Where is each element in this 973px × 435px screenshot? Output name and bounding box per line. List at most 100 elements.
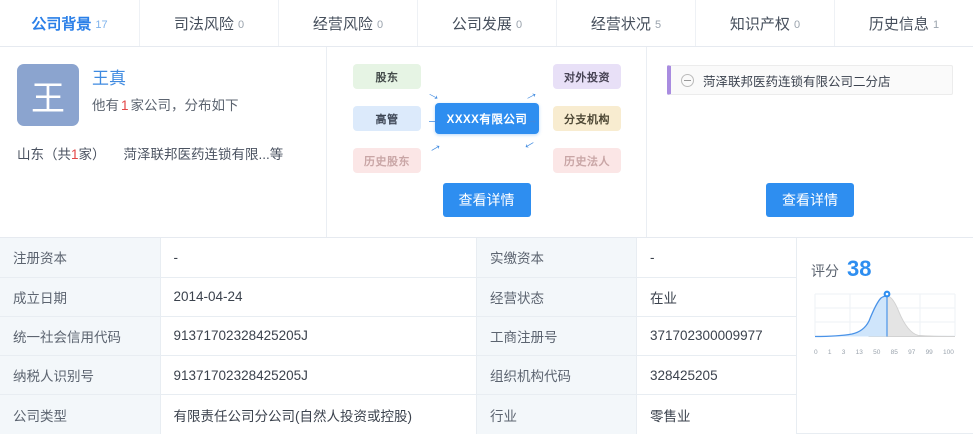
tab-count: 0 — [515, 19, 523, 31]
node-executive[interactable]: 高管 — [353, 106, 421, 131]
row-value: 91371702328425205J — [160, 316, 477, 357]
province-name: 山东（共 — [17, 147, 71, 162]
row-label: 行业 — [476, 394, 637, 434]
table-row: 成立日期 2014-04-24 经营状态 在业 — [0, 277, 797, 317]
person-name-link[interactable]: 王真 — [92, 69, 126, 88]
arrow-right-icon: → — [423, 135, 446, 158]
relation-view-detail-button[interactable]: 查看详情 — [442, 183, 531, 217]
row-label: 纳税人识别号 — [0, 355, 161, 396]
tab-count: 1 — [932, 19, 940, 31]
score-distribution-chart: 0 1 3 13 50 85 97 99 100 — [811, 286, 959, 356]
avatar: 王 — [17, 64, 79, 126]
tab-count: 0 — [793, 19, 801, 31]
row-label: 经营状态 — [476, 277, 637, 317]
branch-list: 菏泽联邦医药连锁有限公司二分店 — [647, 47, 973, 95]
node-branch[interactable]: 分支机构 — [553, 106, 621, 131]
node-shareholder[interactable]: 股东 — [353, 64, 421, 89]
arrow-right-icon: → — [519, 83, 542, 106]
curve-active-area — [815, 296, 887, 337]
tab-label: 历史信息 — [868, 15, 929, 33]
branch-view-detail-button[interactable]: 查看详情 — [766, 183, 854, 217]
branch-list-card: 菏泽联邦医药连锁有限公司二分店 查看详情 — [647, 47, 973, 237]
branch-name: 菏泽联邦医药连锁有限公司二分店 — [703, 74, 891, 89]
province-distribution-row: 山东（共1家） 菏泽联邦医药连锁有限...等 — [0, 126, 326, 163]
row-value: 371702300009977 — [636, 316, 797, 357]
person-sub-prefix: 他有 — [92, 98, 119, 114]
row-value: 2014-04-24 — [160, 277, 477, 317]
score-marker-dot-inner — [885, 292, 889, 296]
axis-tick: 13 — [855, 349, 863, 356]
axis-tick: 50 — [873, 349, 881, 356]
node-outbound-investment[interactable]: 对外投资 — [553, 64, 621, 89]
tab-count: 0 — [237, 19, 245, 31]
score-label: 评分 — [811, 263, 839, 279]
arrow-right-icon: → — [524, 111, 539, 128]
node-historical-legal-person[interactable]: 历史法人 — [553, 148, 621, 173]
axis-tick: 99 — [925, 349, 933, 356]
row-value: 在业 — [636, 277, 797, 317]
minus-circle-icon[interactable] — [681, 73, 694, 87]
row-value: 328425205 — [636, 355, 797, 396]
arrow-right-icon: → — [426, 111, 441, 128]
arrow-right-icon: → — [423, 83, 446, 106]
province-label: 山东（共1家） — [17, 143, 106, 163]
person-sub-suffix: 家公司，分布如下 — [130, 98, 239, 114]
row-label: 注册资本 — [0, 238, 161, 278]
axis-tick: 1 — [827, 349, 832, 356]
row-label: 工商注册号 — [476, 316, 637, 357]
chart-x-axis: 0 1 3 13 50 85 97 99 100 — [814, 349, 954, 356]
row-value: 零售业 — [636, 394, 797, 434]
axis-tick: 97 — [908, 349, 916, 356]
axis-tick: 3 — [841, 349, 846, 356]
score-header: 评分 38 — [811, 256, 959, 282]
curve-line — [814, 295, 888, 338]
tab-count: 0 — [376, 19, 384, 31]
axis-tick: 85 — [890, 349, 898, 356]
tab-label: 经营状况 — [590, 15, 651, 33]
row-value: - — [636, 238, 797, 278]
tab-count: 17 — [95, 19, 108, 31]
company-info-section: 注册资本 - 实缴资本 - 成立日期 2014-04-24 经营状态 在业 统一… — [0, 237, 973, 434]
table-row: 注册资本 - 实缴资本 - — [0, 238, 797, 278]
row-value: 有限责任公司分公司(自然人投资或控股) — [160, 394, 477, 434]
tab-label: 经营风险 — [312, 15, 373, 33]
axis-tick: 100 — [943, 349, 954, 356]
row-label: 成立日期 — [0, 277, 161, 317]
province-count: 1 — [71, 147, 79, 162]
row-label: 实缴资本 — [476, 238, 637, 278]
row-value: - — [160, 238, 477, 278]
table-row: 公司类型 有限责任公司分公司(自然人投资或控股) 行业 零售业 — [0, 394, 797, 434]
tab-count: 5 — [654, 19, 662, 31]
person-company-count: 1 — [121, 98, 129, 114]
score-value: 38 — [847, 256, 872, 281]
province-suffix: 家） — [78, 147, 106, 162]
node-center-company[interactable]: XXXX有限公司 — [435, 103, 539, 134]
relation-diagram: 股东 高管 历史股东 XXXX有限公司 对外投资 分支机构 历史法人 → → →… — [327, 47, 646, 179]
relation-diagram-card: 股东 高管 历史股东 XXXX有限公司 对外投资 分支机构 历史法人 → → →… — [327, 47, 647, 237]
list-item[interactable]: 菏泽联邦医药连锁有限公司二分店 — [667, 65, 953, 95]
bell-curve-svg — [814, 290, 956, 338]
tab-label: 司法风险 — [173, 15, 234, 33]
table-row: 统一社会信用代码 91371702328425205J 工商注册号 371702… — [0, 316, 797, 357]
node-historical-shareholder[interactable]: 历史股东 — [353, 148, 421, 173]
score-panel: 评分 38 — [797, 238, 973, 434]
province-company-names[interactable]: 菏泽联邦医药连锁有限...等 — [123, 147, 284, 162]
tab-label: 公司发展 — [451, 15, 512, 33]
row-value: 91371702328425205J — [160, 355, 477, 396]
tab-label: 公司背景 — [31, 15, 92, 33]
table-row: 纳税人识别号 91371702328425205J 组织机构代码 3284252… — [0, 355, 797, 396]
tab-label: 知识产权 — [729, 15, 790, 33]
